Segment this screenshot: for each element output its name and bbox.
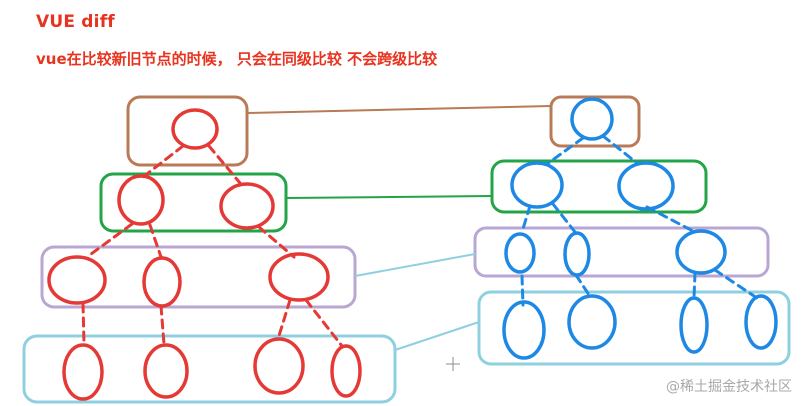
old-tree-edges	[81, 144, 344, 348]
level-2-connector	[285, 195, 493, 199]
new-node	[675, 229, 727, 275]
old-level-1-box	[126, 95, 249, 167]
level-4-connector	[394, 321, 480, 351]
new-node	[563, 231, 591, 277]
new-node	[567, 294, 617, 350]
new-node	[502, 300, 546, 360]
old-tree-nodes	[47, 108, 362, 401]
old-node	[62, 343, 104, 401]
new-level-1-box	[549, 95, 641, 148]
old-node	[171, 108, 219, 150]
new-node	[570, 97, 614, 141]
old-node	[117, 174, 165, 226]
level-3-connector	[354, 253, 476, 277]
old-node	[253, 337, 305, 395]
old-node	[330, 344, 362, 398]
new-tree-edges	[520, 134, 759, 307]
new-node	[744, 294, 778, 350]
old-level-4-box	[22, 334, 397, 404]
new-level-3-box	[473, 226, 770, 278]
new-node	[679, 296, 709, 354]
new-node	[504, 232, 536, 274]
old-node	[219, 182, 275, 230]
new-node	[510, 161, 564, 209]
diagram-subtitle: vue在比较新旧节点的时候， 只会在同级比较 不会跨级比较	[36, 50, 438, 68]
level-2-comparison	[99, 159, 708, 233]
level-4-comparison	[22, 290, 791, 404]
diagram-title: VUE diff	[36, 12, 115, 32]
new-level-4-box	[477, 290, 791, 366]
old-level-3-box	[40, 245, 357, 309]
old-node	[142, 256, 182, 308]
level-1-connector	[246, 105, 552, 114]
level-1-comparison	[126, 95, 641, 167]
old-node	[47, 255, 107, 305]
old-level-2-box	[99, 172, 288, 233]
new-node	[617, 161, 675, 211]
new-level-2-box	[490, 159, 708, 214]
crosshair-cursor-icon	[446, 357, 460, 371]
watermark-text: @稀土掘金技术社区	[666, 379, 792, 395]
old-node	[268, 252, 330, 302]
new-tree-nodes	[502, 97, 778, 360]
old-node	[143, 343, 189, 399]
level-3-comparison	[40, 226, 770, 309]
